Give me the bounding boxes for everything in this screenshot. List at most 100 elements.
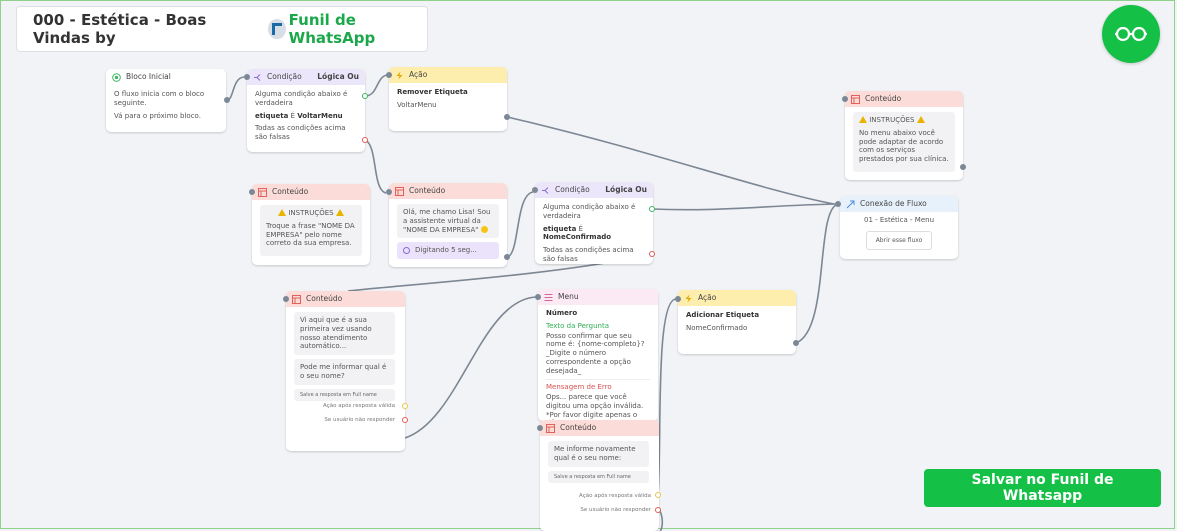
clock-icon [403,247,410,255]
instructions-2-text: No menu abaixo você pode adaptar de acor… [859,128,949,163]
port-ask-again-in[interactable] [537,425,543,431]
menu-error-label: Mensagem de Erro [546,383,612,392]
port-content-instructions-2-in[interactable] [842,96,848,102]
flow-title: 000 - Estética - Boas Vindas by [33,11,207,47]
lightning-icon [684,294,693,303]
menu-question-label: Texto da Pergunta [546,321,610,330]
brand-logo-icon [268,19,286,39]
content-icon [851,94,860,104]
port-start-out[interactable] [224,97,230,103]
flow-title-bar: 000 - Estética - Boas Vindas by Funil de… [16,6,428,52]
node-condition-2-logic: Lógica Ou [605,185,647,195]
warning-icon [916,116,925,123]
port-ask-again-noreply[interactable] [655,507,661,513]
port-ask-name-noreply[interactable] [402,417,408,423]
node-content-instructions-2[interactable]: Conteúdo INSTRUÇÕES No menu abaixo você … [845,91,963,180]
instructions-1-text: Troque a frase "NOME DA EMPRESA" pelo no… [266,221,355,248]
node-condition-1[interactable]: Condição Lógica Ou Alguma condição abaix… [247,69,365,152]
link-arrows-icon [846,200,855,209]
ask-name-valid-label: Ação após resposta válida [323,403,395,409]
instructions-1-heading: INSTRUÇÕES [288,209,334,217]
ask-name-message-2: Pode me informar qual é o seu nome? [294,359,395,385]
node-action-1[interactable]: Ação Remover Etiqueta VoltarMenu [389,67,507,131]
content-icon [395,186,404,196]
node-condition-2-line1: Alguma condição abaixo é verdadeira [543,203,636,220]
node-content-instructions-1[interactable]: Conteúdo INSTRUÇÕES Troque a frase "NOME… [252,184,370,265]
node-condition-1-title: Condição [267,72,302,82]
node-content-ask-again[interactable]: Conteúdo Me informe novamente qual é o s… [540,420,659,531]
node-action-1-action: Remover Etiqueta [397,88,468,96]
node-content-greeting-title: Conteúdo [409,186,446,196]
node-flow-connection[interactable]: Conexão de Fluxo 01 - Estética - Menu Ab… [840,196,958,259]
node-action-2-action: Adicionar Etiqueta [686,311,760,319]
content-icon [258,187,267,197]
port-condition-1-false[interactable] [362,137,368,143]
node-condition-1-logic: Lógica Ou [317,72,359,82]
ask-name-save-to: Salve a resposta em Full name [294,388,395,401]
condition-1-value: VoltarMenu [297,111,343,120]
node-start[interactable]: Bloco Inicial O fluxo inicia com o bloco… [106,69,226,132]
port-content-greeting-out[interactable] [504,254,510,260]
node-action-2[interactable]: Ação Adicionar Etiqueta NomeConfirmado [678,290,796,354]
menu-question: Posso confirmar que seu nome é: {nome-co… [546,331,645,375]
port-condition-1-in[interactable] [244,74,250,80]
node-menu[interactable]: Menu Número Texto da Pergunta Posso conf… [538,289,658,421]
node-condition-1-line2: Todas as condições acima são falsas [255,124,346,141]
node-condition-2-title: Condição [555,185,590,195]
condition-2-op: É [578,224,583,233]
node-start-line2: Vá para o próximo bloco. [114,111,201,120]
port-action-2-out[interactable] [793,340,799,346]
port-action-2-in[interactable] [675,296,681,302]
node-action-1-value: VoltarMenu [397,100,437,109]
node-content-ask-name[interactable]: Conteúdo Vi aqui que é a sua primeira ve… [286,291,405,451]
connected-flow-name: 01 - Estética - Menu [863,216,935,224]
node-condition-1-line1: Alguma condição abaixo é verdadeira [255,90,348,107]
node-content-instructions-1-title: Conteúdo [272,187,309,197]
greeting-text: Olá, me chamo Lisa! Sou a assistente vir… [403,208,491,234]
port-content-instructions-2-out[interactable] [960,164,966,170]
node-content-ask-name-title: Conteúdo [306,294,343,304]
port-menu-in[interactable] [535,294,541,300]
node-condition-2[interactable]: Condição Lógica Ou Alguma condição abaix… [535,182,653,264]
menu-list-icon [544,293,553,302]
condition-2-value: NomeConfirmado [543,233,612,242]
port-condition-2-false[interactable] [649,251,655,257]
node-menu-title: Menu [558,292,579,302]
warning-icon [335,209,344,216]
port-ask-name-in[interactable] [283,296,289,302]
ask-name-message-1: Vi aqui que é a sua primeira vez usando … [294,312,395,355]
branch-icon [541,186,550,195]
port-content-greeting-in[interactable] [386,189,392,195]
port-condition-2-in[interactable] [532,187,538,193]
port-content-instructions-1-in[interactable] [249,189,255,195]
play-circle-icon [112,72,121,82]
node-condition-2-line2: Todas as condições acima são falsas [543,246,634,263]
node-content-ask-again-title: Conteúdo [560,423,597,433]
smile-emoji-icon [480,225,488,233]
preview-glasses-button[interactable] [1102,5,1160,63]
node-content-instructions-2-title: Conteúdo [865,94,902,104]
port-action-1-out[interactable] [504,114,510,120]
node-start-line1: O fluxo inicia com o bloco seguinte. [114,90,205,107]
warning-icon [859,116,867,123]
instructions-2-heading: INSTRUÇÕES [869,116,915,124]
condition-1-op: É [290,111,295,120]
open-flow-button[interactable]: Abrir esse fluxo [866,230,932,251]
ask-again-noreply-label: Se usuário não responder [580,507,651,513]
port-action-1-in[interactable] [386,72,392,78]
ask-name-noreply-label: Se usuário não responder [324,417,395,423]
typing-delay: Digitando 5 seg... [415,246,477,255]
content-icon [292,294,301,304]
warning-icon [278,209,287,216]
node-action-2-title: Ação [698,293,717,303]
port-flow-connection-in[interactable] [835,201,841,207]
ask-again-save-to: Salve a resposta em Full name [548,470,649,483]
port-ask-again-valid[interactable] [655,492,661,498]
port-condition-1-true[interactable] [362,93,368,99]
port-ask-name-valid[interactable] [402,403,408,409]
node-content-greeting[interactable]: Conteúdo Olá, me chamo Lisa! Sou a assis… [389,183,507,267]
menu-error: Ops... parece que você digitou uma opção… [546,393,644,421]
save-to-funnel-button[interactable]: Salvar no Funil de Whatsapp [924,469,1161,507]
node-start-title: Bloco Inicial [126,72,171,82]
port-condition-2-true[interactable] [649,206,655,212]
